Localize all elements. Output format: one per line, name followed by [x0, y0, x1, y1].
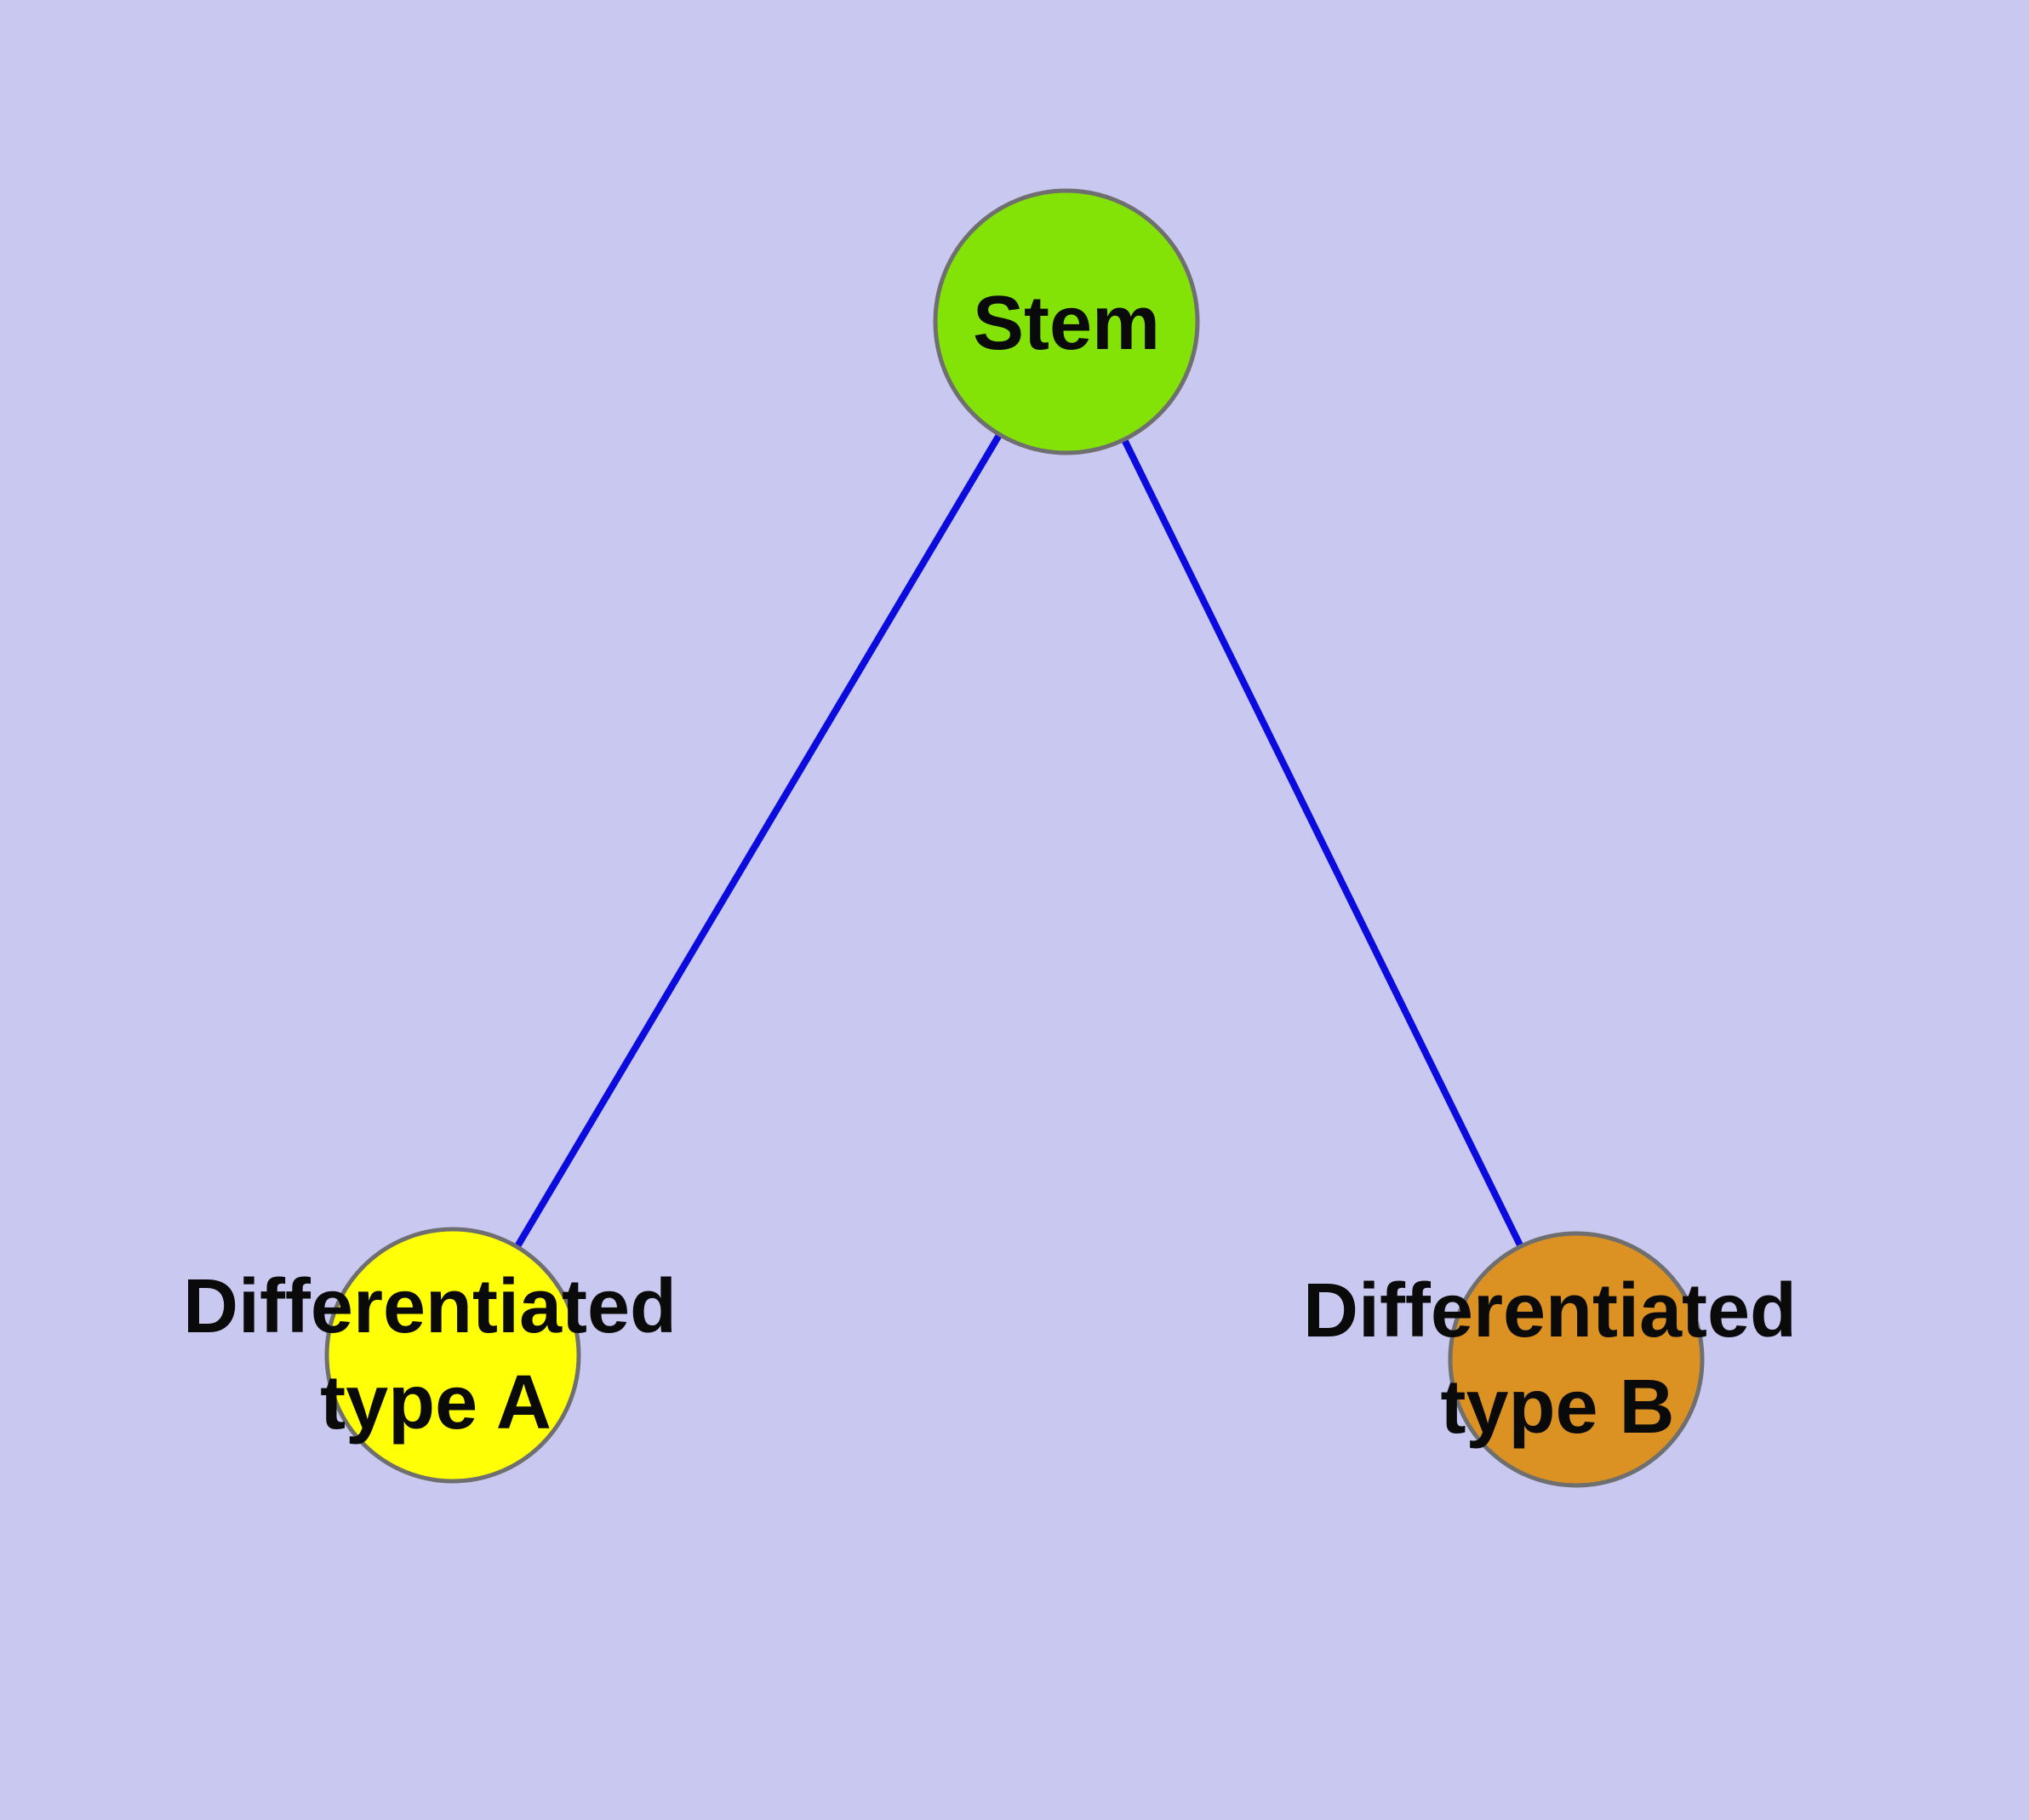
node-differentiated-type-a [324, 1227, 581, 1484]
node-stem-label: Stem [973, 281, 1160, 366]
node-differentiated-type-b [1448, 1231, 1705, 1488]
node-type-b-label-line1: Differentiated [1303, 1268, 1797, 1354]
node-type-a-label-line2: type A [320, 1360, 552, 1445]
edge-stem-to-typeB [1063, 320, 1580, 1361]
edge-stem-to-typeA [449, 319, 1070, 1358]
node-type-b-label-line2: type B [1440, 1365, 1674, 1450]
node-stem [933, 188, 1200, 455]
node-type-a-label-line1: Differentiated [183, 1264, 677, 1349]
